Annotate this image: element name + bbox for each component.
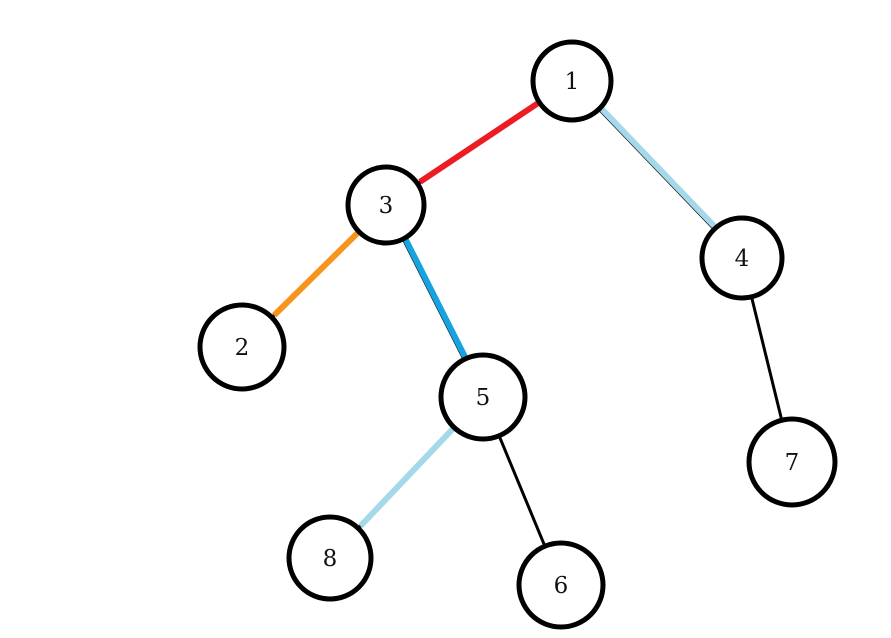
graph-node-5[interactable]: 5 [438,352,528,442]
edge-4-7-base [750,296,784,421]
node-label-2: 2 [235,335,250,361]
graph-node-1[interactable]: 1 [530,39,614,123]
graph-node-3[interactable]: 3 [345,164,427,246]
node-label-1: 1 [565,69,580,95]
edge-1-4[interactable] [599,106,718,230]
node-circle-1[interactable] [530,39,614,123]
edge-3-5[interactable] [402,236,468,359]
graph-node-6[interactable]: 6 [516,540,606,630]
graph-node-4[interactable]: 4 [699,215,785,301]
edge-1-3[interactable] [418,99,542,185]
node-circle-7[interactable] [746,416,838,508]
node-circle-8[interactable] [286,514,374,602]
edge-3-2[interactable] [272,228,362,318]
edges-layer [271,99,784,547]
node-label-8: 8 [323,546,338,572]
graph-node-7[interactable]: 7 [746,416,838,508]
node-label-6: 6 [554,573,569,599]
nodes-layer: 1 2 3 4 5 6 7 8 [197,39,838,630]
node-label-5: 5 [476,385,491,411]
node-circle-3[interactable] [345,164,427,246]
node-label-4: 4 [735,246,750,272]
node-circle-2[interactable] [197,302,287,392]
node-circle-5[interactable] [438,352,528,442]
edge-5-6-base [497,435,547,547]
edge-5-8[interactable] [358,424,458,529]
node-label-3: 3 [379,193,394,219]
graph-node-2[interactable]: 2 [197,302,287,392]
node-circle-6[interactable] [516,540,606,630]
graph-node-8[interactable]: 8 [286,514,374,602]
node-circle-4[interactable] [699,215,785,301]
node-label-7: 7 [785,450,800,476]
